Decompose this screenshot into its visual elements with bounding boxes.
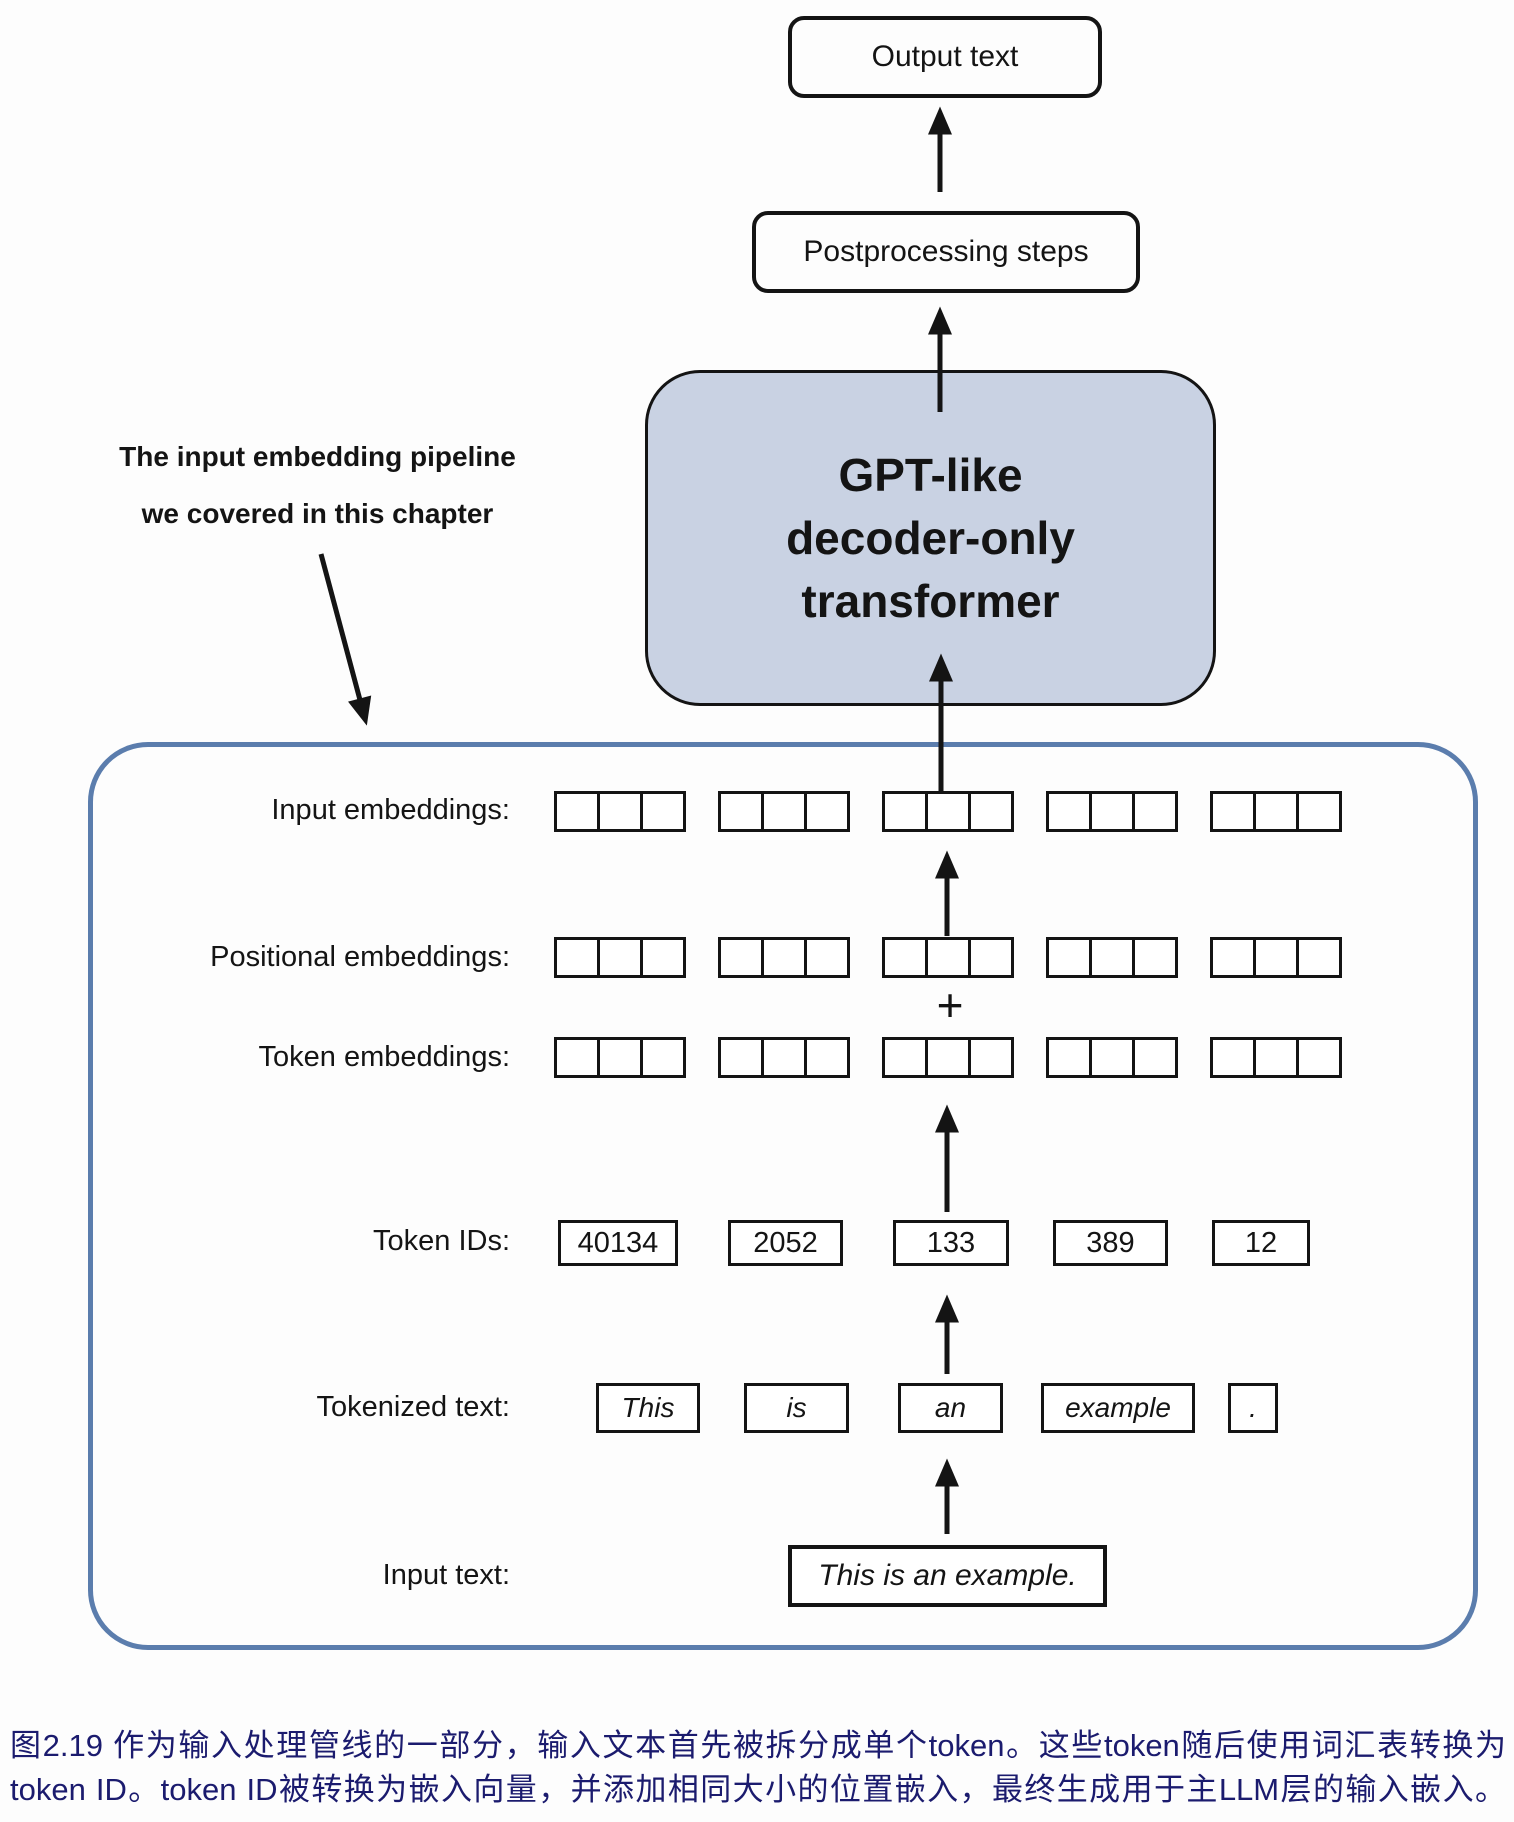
embedding-cell	[554, 791, 600, 832]
embedding-cell	[1253, 791, 1299, 832]
token-id-box: 133	[893, 1220, 1009, 1266]
token-id-box: 389	[1053, 1220, 1168, 1266]
embedding-cell	[925, 937, 971, 978]
token-box: .	[1228, 1383, 1278, 1433]
annotation-line-1: The input embedding pipeline	[119, 441, 516, 472]
transformer-line-3: transformer	[801, 574, 1060, 627]
token-box: This	[596, 1383, 700, 1433]
embedding-vector	[554, 791, 686, 832]
output-text-box: Output text	[788, 16, 1102, 98]
token-embeddings-label: Token embeddings:	[258, 1041, 511, 1073]
embedding-cell	[1210, 1037, 1256, 1078]
embedding-cell	[597, 937, 643, 978]
embedding-cell	[1296, 1037, 1342, 1078]
embedding-cell	[640, 791, 686, 832]
embedding-vector	[1210, 791, 1342, 832]
token-box: is	[744, 1383, 849, 1433]
embedding-cell	[968, 791, 1014, 832]
embedding-vector	[882, 791, 1014, 832]
positional-embeddings-label: Positional embeddings:	[210, 941, 510, 973]
embedding-cell	[718, 1037, 764, 1078]
embedding-cell	[640, 937, 686, 978]
embedding-vector	[1210, 1037, 1342, 1078]
embedding-vector	[882, 1037, 1014, 1078]
embedding-cell	[761, 937, 807, 978]
output-text-label: Output text	[871, 40, 1019, 73]
embedding-cell	[968, 937, 1014, 978]
embedding-cell	[1253, 1037, 1299, 1078]
token-ids-label: Token IDs:	[373, 1225, 510, 1257]
embedding-vector	[554, 1037, 686, 1078]
embedding-cell	[597, 1037, 643, 1078]
embedding-cell	[1296, 791, 1342, 832]
embedding-cell	[882, 1037, 928, 1078]
embedding-cell	[597, 791, 643, 832]
input-embeddings-row	[554, 791, 1342, 832]
embedding-cell	[1210, 937, 1256, 978]
embedding-vector	[1046, 791, 1178, 832]
tokenized-text-label: Tokenized text:	[316, 1391, 510, 1423]
embedding-vector	[718, 1037, 850, 1078]
token-embeddings-row	[554, 1037, 1342, 1078]
input-text-box: This is an example.	[788, 1545, 1107, 1607]
annotation-line-2: we covered in this chapter	[141, 498, 494, 529]
embedding-cell	[804, 791, 850, 832]
embedding-cell	[925, 791, 971, 832]
input-text-label: Input text:	[382, 1559, 510, 1591]
embedding-cell	[925, 1037, 971, 1078]
embedding-cell	[1210, 791, 1256, 832]
embedding-cell	[718, 937, 764, 978]
input-embeddings-label: Input embeddings:	[271, 794, 510, 826]
embedding-cell	[968, 1037, 1014, 1078]
embedding-cell	[640, 1037, 686, 1078]
embedding-cell	[882, 937, 928, 978]
token-id-box: 2052	[728, 1220, 843, 1266]
embedding-cell	[761, 1037, 807, 1078]
embedding-cell	[1132, 791, 1178, 832]
embedding-vector	[1046, 937, 1178, 978]
embedding-cell	[1046, 937, 1092, 978]
embedding-vector	[554, 937, 686, 978]
annotation-pointer-arrow	[318, 553, 372, 726]
token-box: example	[1041, 1383, 1195, 1433]
embedding-cell	[1132, 937, 1178, 978]
token-box: an	[898, 1383, 1003, 1433]
embedding-cell	[1046, 1037, 1092, 1078]
plus-sign: +	[936, 979, 964, 1031]
embedding-vector	[882, 937, 1014, 978]
embedding-cell	[761, 791, 807, 832]
embedding-vector	[1046, 1037, 1178, 1078]
embedding-vector	[1210, 937, 1342, 978]
figure-caption: 图2.19 作为输入处理管线的一部分，输入文本首先被拆分成单个token。这些t…	[10, 1724, 1506, 1812]
embedding-cell	[1089, 937, 1135, 978]
token-id-box: 40134	[558, 1220, 678, 1266]
annotation-note: The input embedding pipeline we covered …	[95, 428, 540, 542]
embedding-cell	[804, 1037, 850, 1078]
embedding-cell	[1046, 791, 1092, 832]
caption-line-2: token ID。token ID被转换为嵌入向量，并添加相同大小的位置嵌入，最…	[10, 1772, 1506, 1807]
embedding-cell	[882, 791, 928, 832]
postprocessing-box: Postprocessing steps	[752, 211, 1140, 293]
embedding-cell	[804, 937, 850, 978]
embedding-cell	[718, 791, 764, 832]
transformer-box: GPT-like decoder-only transformer	[645, 370, 1216, 706]
token-id-box: 12	[1212, 1220, 1310, 1266]
positional-embeddings-row	[554, 937, 1342, 978]
embedding-cell	[1253, 937, 1299, 978]
caption-line-1: 图2.19 作为输入处理管线的一部分，输入文本首先被拆分成单个token。这些t…	[10, 1728, 1506, 1763]
transformer-line-1: GPT-like	[838, 448, 1023, 501]
embedding-cell	[1296, 937, 1342, 978]
embedding-cell	[554, 1037, 600, 1078]
embedding-vector	[718, 791, 850, 832]
embedding-cell	[1132, 1037, 1178, 1078]
embedding-cell	[1089, 791, 1135, 832]
embedding-pipeline-box	[88, 742, 1478, 1650]
embedding-cell	[554, 937, 600, 978]
embedding-vector	[718, 937, 850, 978]
embedding-cell	[1089, 1037, 1135, 1078]
postprocessing-label: Postprocessing steps	[803, 235, 1089, 268]
transformer-line-2: decoder-only	[786, 511, 1075, 564]
